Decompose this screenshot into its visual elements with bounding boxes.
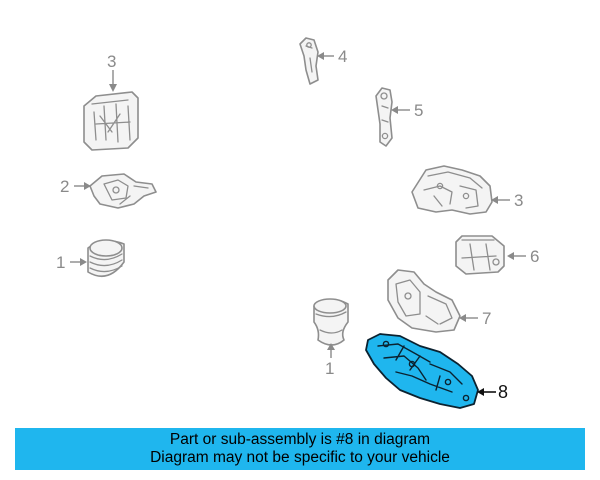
part-bracket-upper-left[interactable] (83, 91, 139, 151)
callout-4: 4 (338, 47, 347, 66)
callout-7: 7 (482, 309, 491, 328)
part-bracket-7[interactable] (387, 269, 461, 333)
notice-line-1: Part or sub-assembly is #8 in diagram (169, 431, 431, 448)
part-link-5[interactable] (375, 87, 393, 147)
callout-1-center: 1 (325, 359, 334, 378)
part-mount-round-left[interactable] (87, 239, 125, 278)
callout-5: 5 (414, 101, 423, 120)
part-notice-banner: Part or sub-assembly is #8 in diagram Di… (15, 428, 585, 470)
part-mount-6[interactable] (455, 235, 505, 275)
callout-8-highlighted: 8 (498, 382, 508, 402)
part-lever-bracket-top[interactable] (299, 37, 319, 85)
part-mount-round-center[interactable] (313, 298, 349, 346)
callout-6: 6 (530, 247, 539, 266)
part-bracket-left-2[interactable] (89, 173, 157, 209)
callout-2: 2 (60, 177, 69, 196)
notice-line-2: Diagram may not be specific to your vehi… (150, 449, 450, 466)
callout-1-left: 1 (56, 253, 65, 272)
callout-3-top: 3 (107, 52, 116, 71)
callout-3-right: 3 (514, 191, 523, 210)
part-bracket-right-3[interactable] (411, 165, 493, 215)
part-crossmember-8-highlighted[interactable] (365, 333, 479, 409)
